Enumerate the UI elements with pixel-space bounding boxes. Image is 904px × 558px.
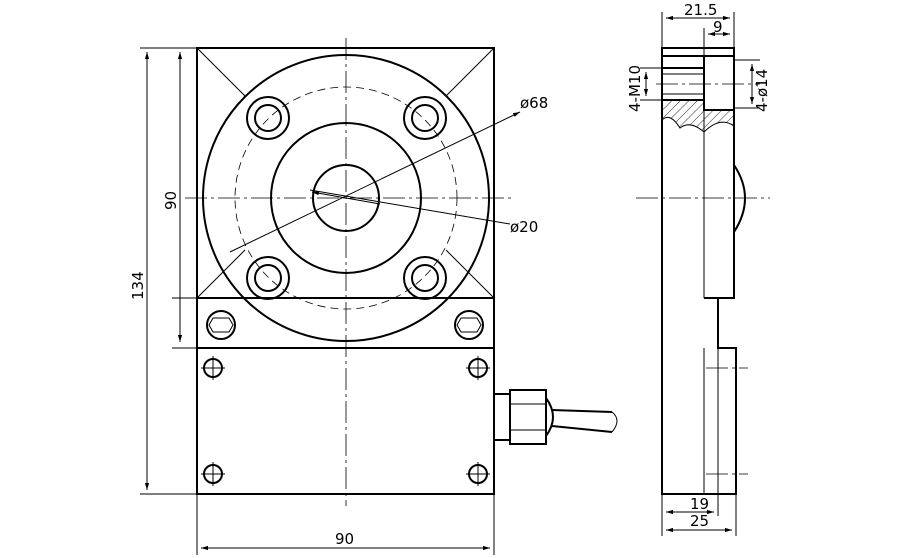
dim-overall-width: 90 — [335, 530, 354, 548]
dim-overall-height: 134 — [129, 271, 147, 300]
flange-bolt-holes — [246, 96, 447, 300]
dim-tapped-holes: 4-M10 — [626, 65, 644, 112]
housing-screws — [201, 356, 490, 486]
dim-total-depth: 25 — [690, 512, 709, 530]
dim-flange-pcd: ø68 — [520, 94, 548, 112]
dim-body-depth: 19 — [690, 495, 709, 513]
dim-counterbore-depth: 9 — [713, 18, 723, 36]
front-view: ø68 ø20 134 90 90 — [129, 38, 618, 555]
dim-flange-square: 90 — [162, 191, 180, 210]
cable-gland — [493, 389, 618, 445]
side-view: 21.5 9 4-M10 4-ø14 19 25 — [626, 1, 771, 536]
dim-through-holes: 4-ø14 — [753, 69, 771, 112]
electronics-housing — [196, 347, 495, 495]
dim-center-bore: ø20 — [510, 218, 538, 236]
section-hatch — [661, 99, 735, 133]
band-hex-bolts — [206, 310, 484, 340]
dim-flange-depth: 21.5 — [684, 1, 717, 19]
flange-square-outline — [196, 47, 495, 299]
